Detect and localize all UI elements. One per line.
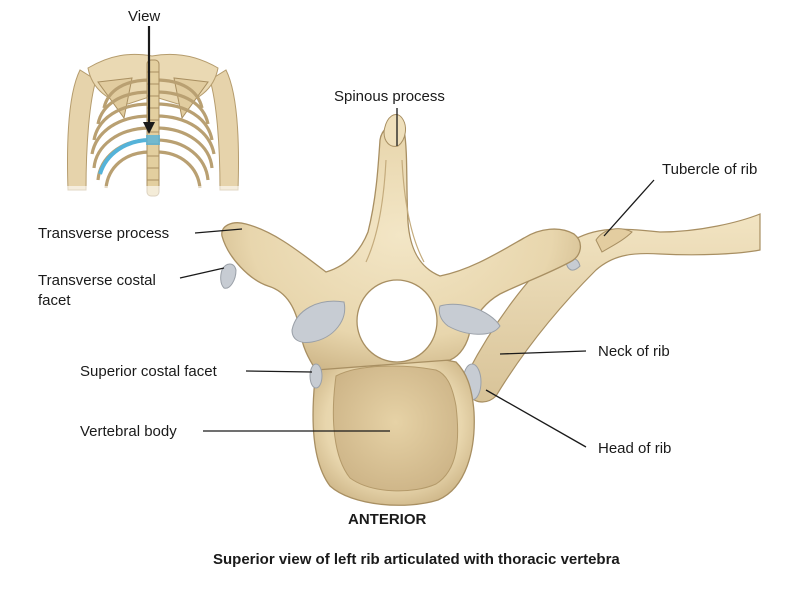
tubercle-of-rib-label: Tubercle of rib — [662, 161, 758, 178]
thorax-inset — [60, 26, 250, 198]
rib — [462, 213, 761, 403]
superior-costal-facet-label: Superior costal facet — [80, 363, 217, 380]
leader-lines — [179, 108, 655, 448]
view-label: View — [128, 8, 161, 25]
transverse-costal-facet-label-line2: facet — [38, 292, 71, 309]
vertebral-body-label: Vertebral body — [80, 423, 177, 440]
head-of-rib-label: Head of rib — [598, 440, 672, 457]
figure-caption: Superior view of left rib articulated wi… — [213, 551, 620, 568]
vertebral-foramen — [356, 279, 438, 363]
anterior-label: ANTERIOR — [348, 511, 427, 528]
transverse-costal-facet-label-line1: Transverse costal — [38, 272, 156, 289]
view-arrow-head — [143, 122, 155, 134]
vertebra — [220, 114, 581, 506]
neck-of-rib-label: Neck of rib — [598, 343, 670, 360]
spinous-process-label: Spinous process — [334, 88, 445, 105]
transverse-process-label: Transverse process — [38, 225, 170, 242]
